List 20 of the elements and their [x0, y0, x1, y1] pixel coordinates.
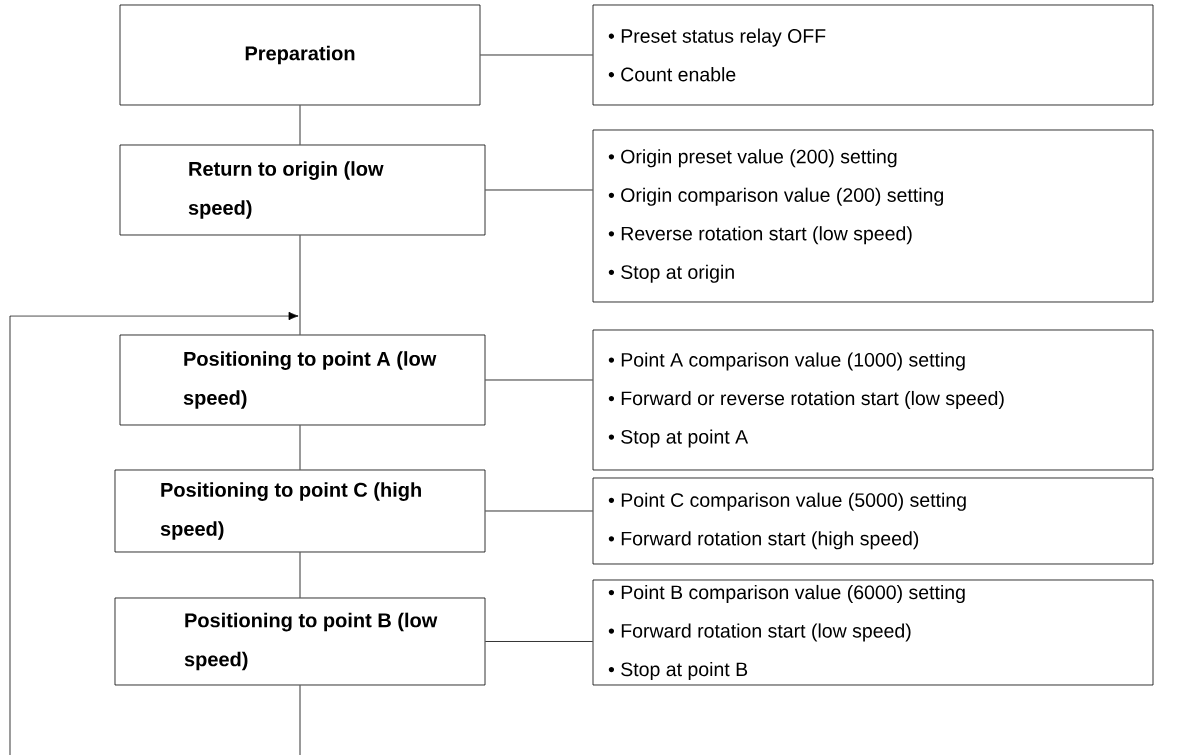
- step-box: Positioning to point C (high speed): [114, 469, 486, 553]
- step-box: Return to origin (low speed): [119, 144, 486, 236]
- step-box: Preparation: [119, 4, 481, 106]
- details-box: • Origin preset value (200) setting • Origin comparison value (200) setting • Reverse rotation start (low speed) • Stop at origin: [592, 129, 1154, 303]
- connector-line: [480, 54, 593, 56]
- connector-line: [485, 189, 593, 191]
- connector-line: [299, 425, 301, 470]
- connector-line: [299, 105, 301, 145]
- details-box: • Preset status relay OFF • Count enable: [592, 4, 1154, 106]
- connector-line: [299, 235, 301, 335]
- details-box: • Point A comparison value (1000) setting • Forward or reverse rotation start (low speed) • Stop at point A: [592, 329, 1154, 471]
- step-box: Positioning to point A (low speed): [119, 334, 486, 426]
- loop-arrow: [9, 311, 301, 755]
- step-box: Positioning to point B (low speed): [114, 597, 486, 686]
- details-box: • Point B comparison value (6000) setting • Forward rotation start (low speed) • Stop at point B: [592, 579, 1154, 686]
- connector-line: [485, 510, 593, 512]
- details-box: • Point C comparison value (5000) setting • Forward rotation start (high speed): [592, 477, 1154, 565]
- connector-line: [485, 641, 593, 642]
- connector-line: [299, 552, 301, 598]
- connector-line: [485, 379, 593, 381]
